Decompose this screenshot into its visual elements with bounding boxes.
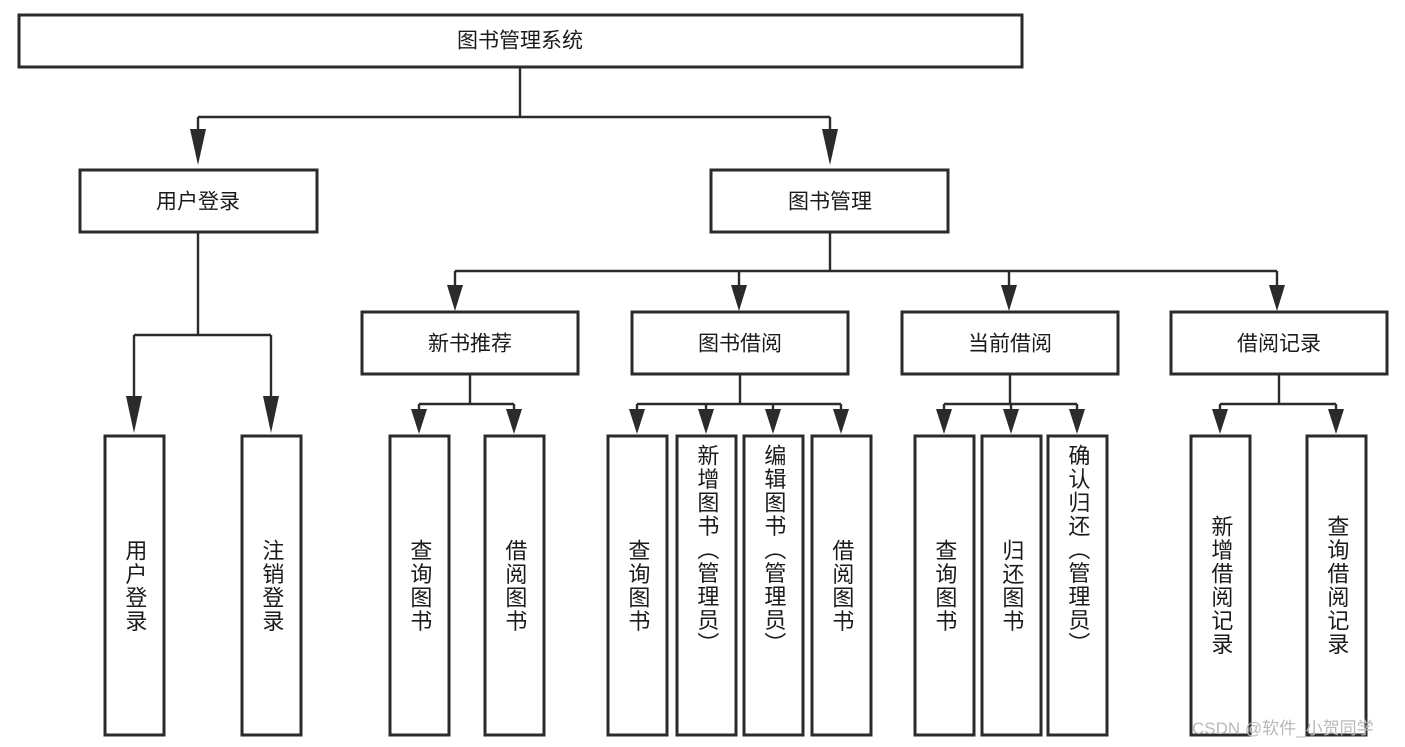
leaf-label-query-record: 查询借阅记录 [1324,515,1350,656]
node-user-login-label: 用户登录 [156,191,240,214]
node-book-borrow-label: 图书借阅 [698,333,782,356]
leaf-label-user-login: 用户登录 [122,538,148,633]
leaf-label-query-book-1: 查询图书 [407,538,433,633]
leaf-box-query-book-1[interactable] [388,434,451,737]
arrow-to-leaf-query-book-1 [411,409,427,434]
arrow-to-current-borrow [1001,285,1017,311]
leaf-label-add-book: 新增图书（管理员） [694,444,720,656]
arrow-to-leaf-edit-book [765,409,781,434]
arrow-to-leaf-query-record [1328,409,1344,434]
leaf-box-logout[interactable] [240,434,303,737]
leaf-label-confirm-return: 确认归还（管理员） [1065,444,1091,656]
arrow-to-leaf-add-record [1212,409,1228,434]
node-root-box[interactable] [17,13,1024,69]
node-borrow-record-box[interactable] [1169,310,1389,376]
leaf-label-edit-book: 编辑图书（管理员） [761,444,787,656]
arrow-to-leaf-borrow-book-1 [506,409,522,434]
leaf-box-add-book[interactable] [675,434,738,737]
leaf-label-add-record: 新增借阅记录 [1208,515,1234,656]
node-borrow-record-label: 借阅记录 [1237,333,1321,356]
leaf-box-query-book-3[interactable] [913,434,976,737]
leaf-label-query-book-3: 查询图书 [932,538,958,633]
leaf-box-query-book-2[interactable] [606,434,669,737]
node-current-borrow-label: 当前借阅 [968,333,1052,356]
leaf-box-user-login[interactable] [103,434,166,737]
leaf-box-return-book[interactable] [980,434,1043,737]
arrow-to-leaf-confirm-return [1069,409,1085,434]
arrow-to-leaf-query-book-2 [629,409,645,434]
node-new-book-rec-label: 新书推荐 [428,333,512,356]
leaf-box-borrow-book-2[interactable] [810,434,873,737]
arrow-to-user-login [190,129,206,165]
leaf-box-edit-book[interactable] [742,434,805,737]
node-user-login-box[interactable] [78,168,319,234]
leaf-box-add-record[interactable] [1189,434,1252,737]
leaf-label-borrow-book-1: 借阅图书 [502,538,528,633]
node-book-borrow-box[interactable] [630,310,850,376]
arrow-to-borrow-record [1269,285,1285,311]
node-new-book-rec-box[interactable] [360,310,580,376]
arrow-to-new-book-rec [447,285,463,311]
leaf-box-confirm-return[interactable] [1046,434,1109,737]
node-book-mgmt-label: 图书管理 [788,191,872,214]
arrow-to-book-borrow [731,285,747,311]
leaf-label-return-book: 归还图书 [999,538,1025,633]
leaf-label-query-book-2: 查询图书 [625,538,651,633]
node-book-mgmt-box[interactable] [709,168,950,234]
leaf-label-logout: 注销登录 [259,538,285,633]
arrow-to-book-mgmt [822,129,838,165]
leaf-label-borrow-book-2: 借阅图书 [829,538,855,633]
arrow-to-leaf-borrow-book-2 [833,409,849,434]
arrow-to-leaf-add-book [698,409,714,434]
leaf-box-borrow-book-1[interactable] [483,434,546,737]
arrow-to-leaf-user-login [126,396,142,433]
arrow-to-leaf-return-book [1003,409,1019,434]
leaf-box-query-record[interactable] [1305,434,1368,737]
arrow-to-leaf-query-book-3 [936,409,952,434]
arrow-to-leaf-logout [263,396,279,433]
node-root-label: 图书管理系统 [457,30,583,53]
